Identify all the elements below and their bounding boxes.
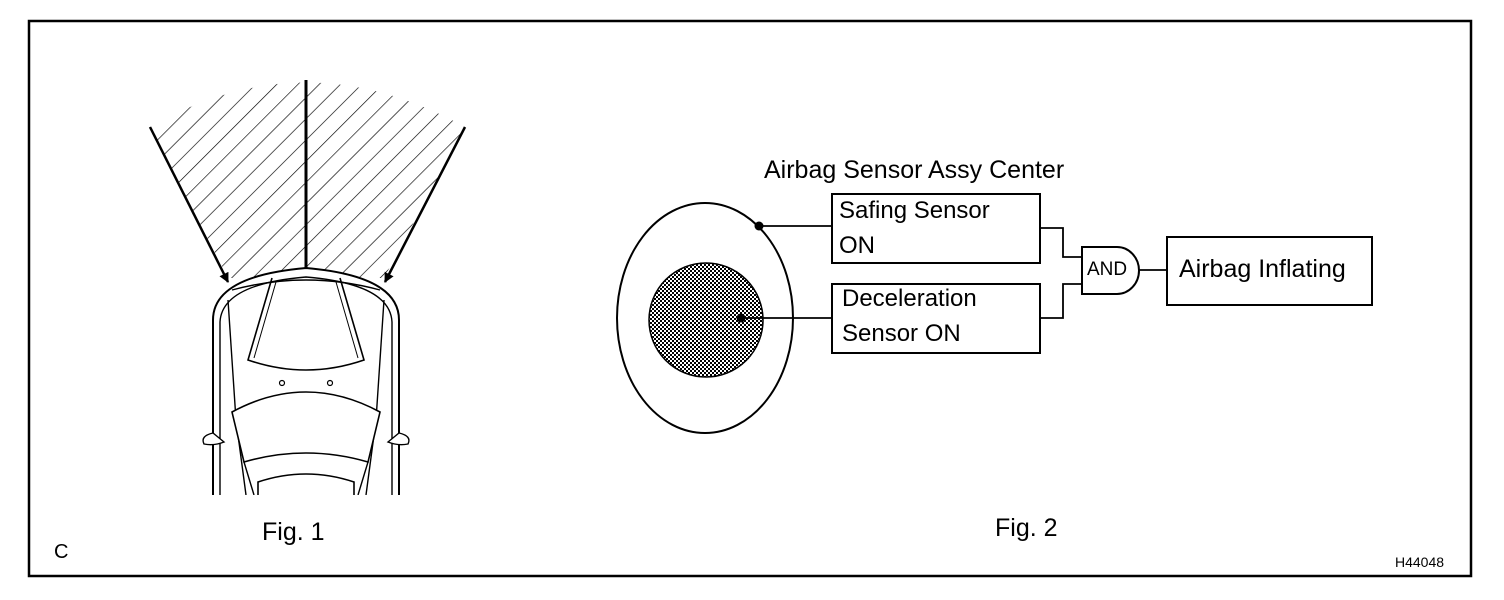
fig1-car-illustration	[148, 80, 467, 495]
airbag-inflating-box	[1166, 236, 1373, 306]
corner-letter: C	[54, 541, 69, 563]
and-gate-label: AND	[1087, 259, 1128, 280]
and-gate	[1081, 246, 1140, 295]
deceleration-sensor-disk	[648, 262, 764, 378]
deceleration-sensor-box	[831, 283, 1041, 354]
fig2-logic-diagram	[616, 193, 1373, 434]
safing-sensor-box	[831, 193, 1041, 264]
figure-frame	[27, 19, 1473, 578]
airbag-inflating-label: Airbag Inflating	[1179, 255, 1346, 283]
safing-sensor-label-line2: ON	[839, 232, 875, 259]
left-arrow	[148, 126, 230, 283]
safing-sensor-label-line1: Safing Sensor	[839, 197, 990, 224]
sensor-assy-title: Airbag Sensor Assy Center	[764, 156, 1065, 184]
figure-code: H44048	[1395, 554, 1445, 570]
fig2-caption: Fig. 2	[995, 514, 1058, 542]
fig1-caption: Fig. 1	[262, 518, 325, 546]
deceleration-sensor-label-line1: Deceleration	[842, 285, 977, 312]
right-arrow	[383, 126, 467, 283]
deceleration-sensor-label-line2: Sensor ON	[842, 320, 961, 347]
car-body	[202, 266, 410, 495]
